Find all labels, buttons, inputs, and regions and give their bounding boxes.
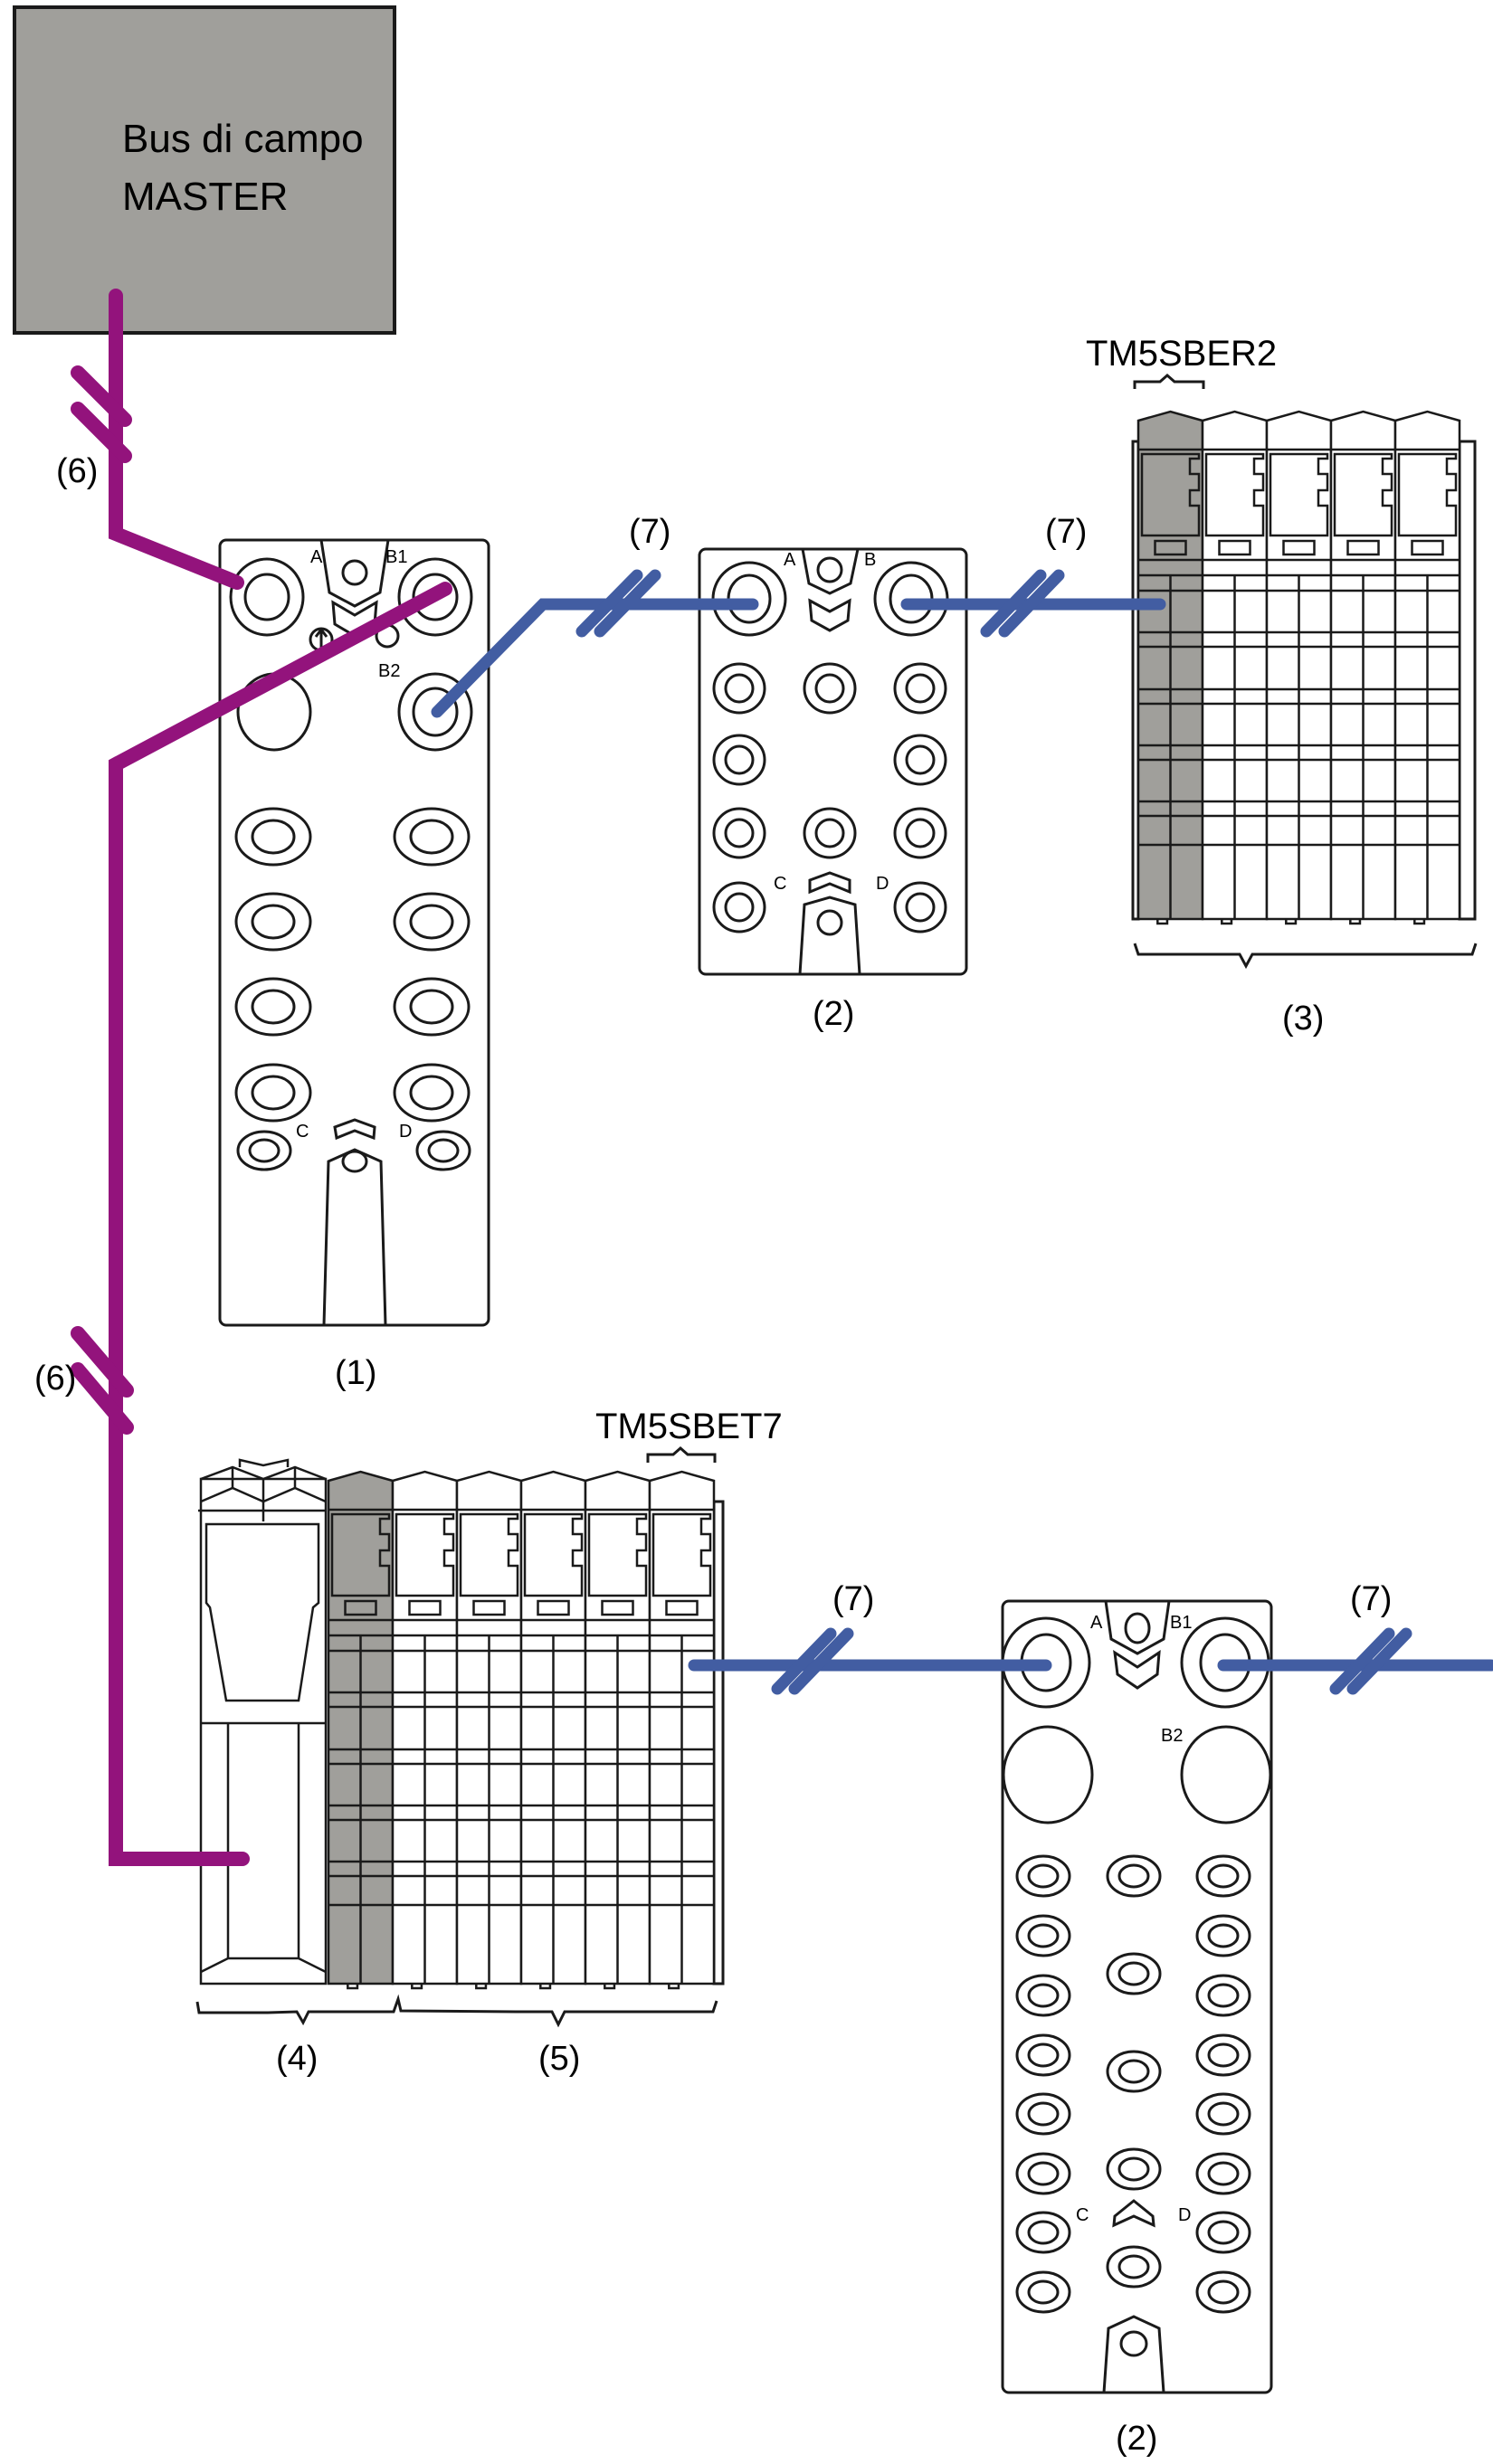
callout-6-top: (6) — [56, 452, 98, 490]
master-label-line1: Bus di campo — [122, 117, 364, 161]
expansion-break-c-1 — [771, 1627, 837, 1695]
module-2-bottom-port-d-label: D — [1178, 2205, 1191, 2225]
module-5-slice — [648, 1470, 716, 1990]
module-1-port-b1-label: B1 — [385, 547, 407, 567]
callout-2-bottom: (2) — [1116, 2420, 1157, 2458]
callout-7-b: (7) — [1045, 513, 1087, 551]
module-3-slice — [1329, 410, 1397, 925]
module-5-rail-right — [712, 1500, 725, 1985]
fieldbus-cable-module-1-to-coupler — [109, 582, 452, 1866]
master-label-line2: MASTER — [122, 175, 288, 219]
module-5-slice — [391, 1470, 459, 1990]
module-2-top: A B C D — [698, 547, 968, 976]
module-5-slice — [584, 1470, 651, 1990]
module-1-port-d-label: D — [399, 1122, 412, 1142]
fieldbus-break-bottom-2 — [71, 1362, 134, 1435]
expansion-cables — [431, 569, 1493, 1695]
module-5-slice-stack: TM5SBET7 — [327, 1407, 783, 1990]
module-1-io-ports — [234, 807, 471, 1123]
module-2-top-port-c-label: C — [774, 874, 786, 894]
module-1: A B1 B2 C D — [218, 538, 490, 1327]
module-3-slices — [1131, 410, 1477, 925]
callout-1: (1) — [335, 1354, 376, 1392]
module-3-rail-right — [1458, 440, 1477, 921]
fieldbus-cable-master-to-module-1 — [109, 289, 244, 590]
fieldbus-break-bottom-1 — [71, 1326, 134, 1398]
module-3-slice — [1265, 410, 1333, 925]
module-3-slice — [1393, 410, 1461, 925]
part-label-tm5sber2: TM5SBER2 — [1086, 334, 1277, 374]
callout-4: (4) — [276, 2040, 318, 2078]
module-1-port-a-label: A — [310, 547, 323, 567]
callout-5: (5) — [538, 2040, 580, 2078]
module-3-slice — [1136, 410, 1204, 925]
module-2-bottom-port-b1-label: B1 — [1170, 1613, 1192, 1633]
expansion-break-b-2 — [998, 569, 1065, 638]
module-2-top-port-b-label: B — [864, 550, 876, 570]
callout-6-bottom: (6) — [34, 1360, 76, 1398]
expansion-break-c-2 — [788, 1627, 854, 1695]
module-1-port-b2-label: B2 — [378, 661, 400, 681]
part-label-tm5sbet7: TM5SBET7 — [595, 1407, 783, 1446]
expansion-cable-module-1-to-module-2 — [431, 598, 759, 718]
bracket-4-5 — [195, 1994, 718, 2028]
expansion-break-a-1 — [575, 569, 643, 638]
callout-3: (3) — [1282, 1000, 1324, 1038]
fieldbus-master: Bus di campo MASTER — [13, 5, 396, 335]
fieldbus-break-top-2 — [71, 402, 132, 463]
expansion-break-d-2 — [1346, 1627, 1412, 1695]
callout-7-d: (7) — [1350, 1580, 1392, 1618]
module-2-top-port-a-label: A — [784, 550, 796, 570]
module-3-slice — [1201, 410, 1269, 925]
callout-7-a: (7) — [629, 513, 670, 551]
module-2-top-port-d-label: D — [876, 874, 889, 894]
module-2-bottom: A B1 B2 C D — [1001, 1599, 1273, 2394]
callout-2-top: (2) — [813, 995, 854, 1033]
module-5-slice — [327, 1470, 395, 1990]
module-5-slice — [455, 1470, 523, 1990]
module-3-slice-stack: TM5SBER2 — [1086, 334, 1478, 970]
module-5-slice — [519, 1470, 587, 1990]
fieldbus-break-top-1 — [71, 365, 132, 427]
module-2-bottom-port-c-label: C — [1076, 2205, 1089, 2225]
expansion-break-b-1 — [980, 569, 1047, 638]
module-4-bus-coupler — [198, 1458, 328, 1985]
callout-7-c: (7) — [832, 1580, 874, 1618]
module-1-port-c-label: C — [296, 1122, 309, 1142]
module-5-slices — [327, 1470, 725, 1990]
module-2-bottom-port-b2-label: B2 — [1161, 1726, 1183, 1746]
fieldbus-cables — [71, 289, 452, 1866]
expansion-break-a-2 — [594, 569, 661, 638]
expansion-break-d-1 — [1329, 1627, 1395, 1695]
module-2-bottom-io-ports — [1015, 1854, 1251, 2314]
module-2-top-io-ports — [712, 662, 947, 933]
module-2-bottom-port-a-label: A — [1090, 1613, 1103, 1633]
